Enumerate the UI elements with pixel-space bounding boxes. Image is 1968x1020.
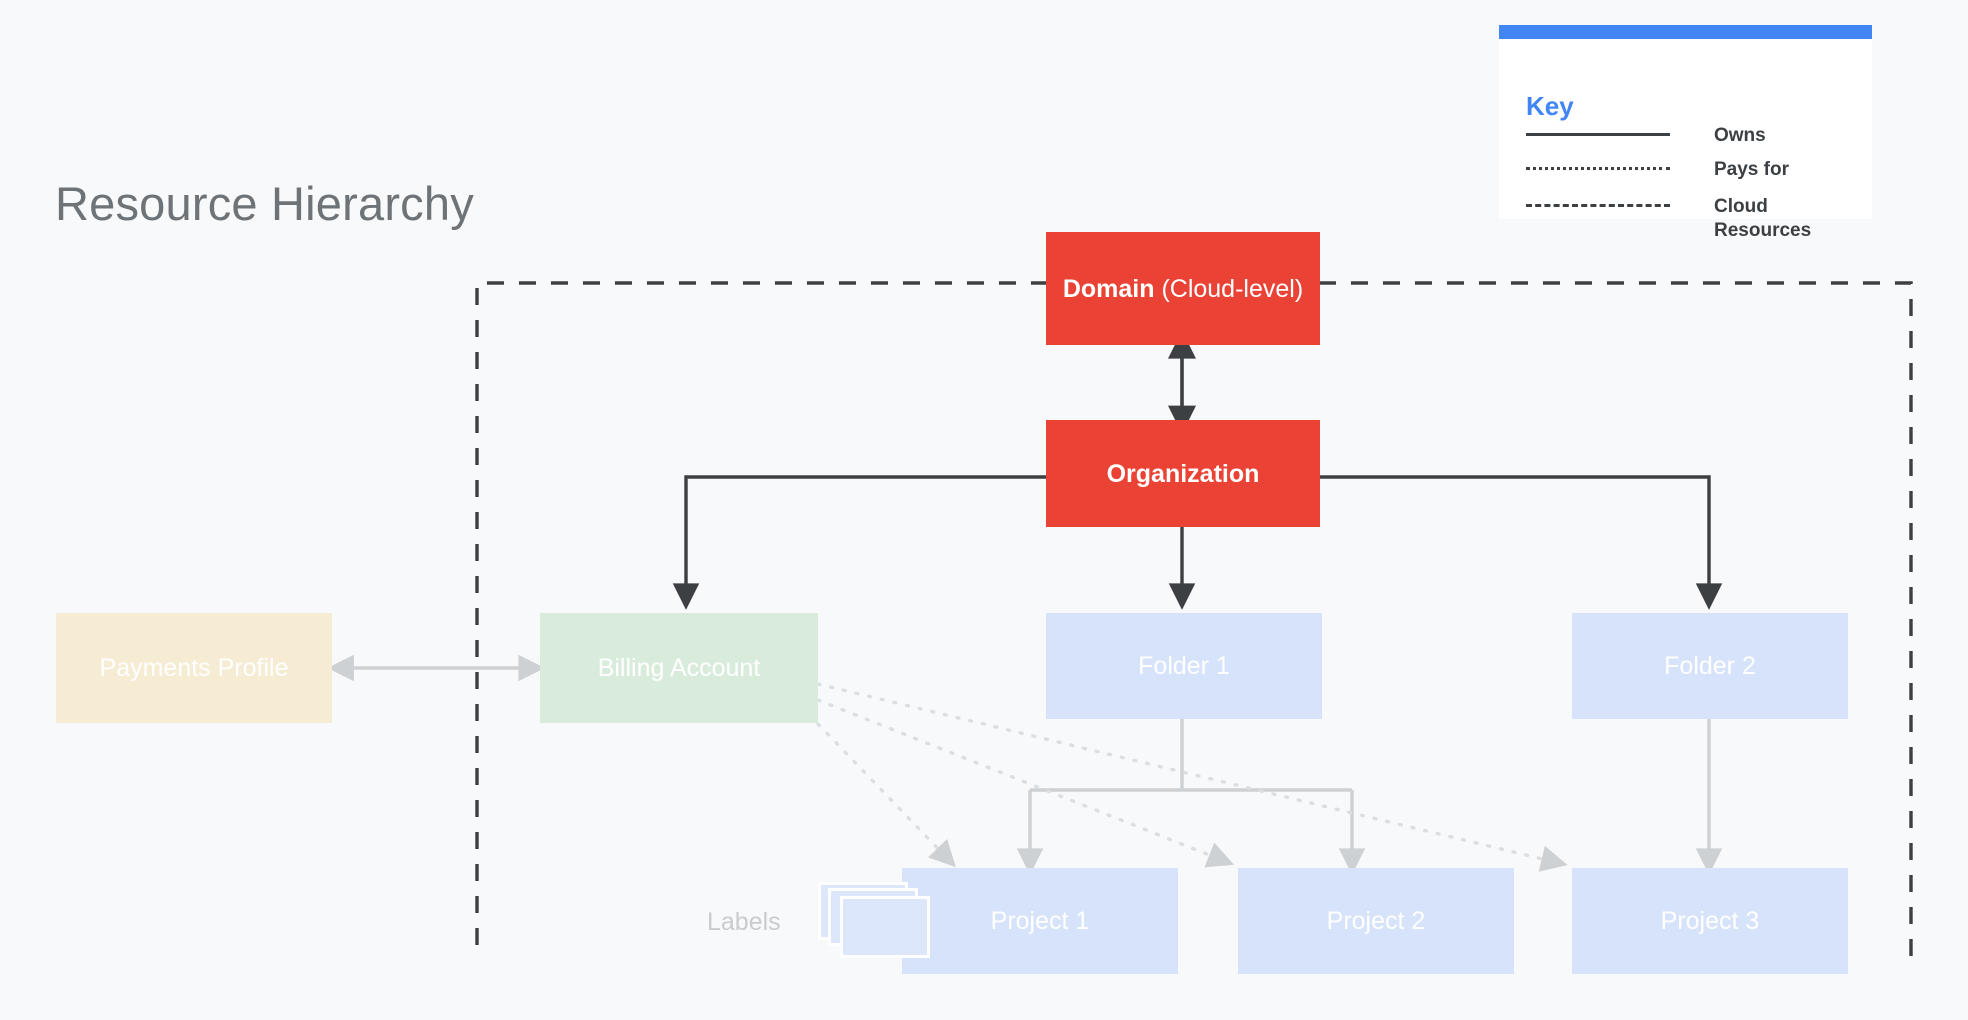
edge-folder-1-projects [1016,719,1366,875]
key-line-solid [1526,133,1670,136]
page-title: Resource Hierarchy [55,177,474,230]
key-row-owns: Owns [1526,124,1766,148]
node-organization-label: Organization [1106,459,1260,488]
key-label-owns: Owns [1714,125,1766,146]
key-line-dotted [1526,167,1670,170]
node-folder-2-label: Folder 2 [1664,652,1756,680]
node-project-2-label: Project 2 [1326,907,1426,935]
node-domain-label-bold: Domain [1062,274,1155,303]
key-title: Key [1526,91,1574,121]
key-label-pays-for: Pays for [1714,159,1789,180]
node-project-3-label: Project 3 [1660,907,1760,935]
edge-organization-folder-2 [1319,475,1723,610]
labels-annotation: Labels [707,908,781,936]
key-line-dashed [1526,204,1670,207]
node-payments-profile[interactable]: Payments Profile [56,613,332,723]
node-domain-label-thin: (Cloud-level) [1154,274,1304,303]
node-billing-account-label: Billing Account [597,654,761,682]
labels-stack-card-front [840,896,930,958]
node-organization[interactable]: Organization [1046,420,1320,527]
node-folder-1-label: Folder 1 [1138,652,1230,680]
node-project-1-label: Project 1 [990,907,1090,935]
node-project-3[interactable]: Project 3 [1572,868,1848,974]
edge-billing-account-project-1 [816,722,956,868]
key-label-cloud-resources: Cloud Resources [1714,196,1812,241]
node-domain[interactable]: Domain (Cloud-level) [1046,232,1320,345]
node-folder-2[interactable]: Folder 2 [1572,613,1848,719]
node-folder-1[interactable]: Folder 1 [1046,613,1322,719]
node-billing-account[interactable]: Billing Account [540,613,818,723]
labels-stack-icon [818,882,950,958]
node-payments-profile-label: Payments Profile [99,654,289,682]
key-row-pays-for: Pays for [1526,158,1789,182]
node-project-2[interactable]: Project 2 [1238,868,1514,974]
key-accent-bar [1499,25,1872,39]
edge-organization-billing-account [672,475,1046,610]
key-row-cloud-resources: Cloud Resources [1526,195,1854,243]
edge-billing-account-project-2 [816,698,1235,868]
key-legend: Key Owns Pays for Cloud Resources [1499,25,1872,241]
node-domain-label: Domain (Cloud-level) [1063,274,1303,304]
